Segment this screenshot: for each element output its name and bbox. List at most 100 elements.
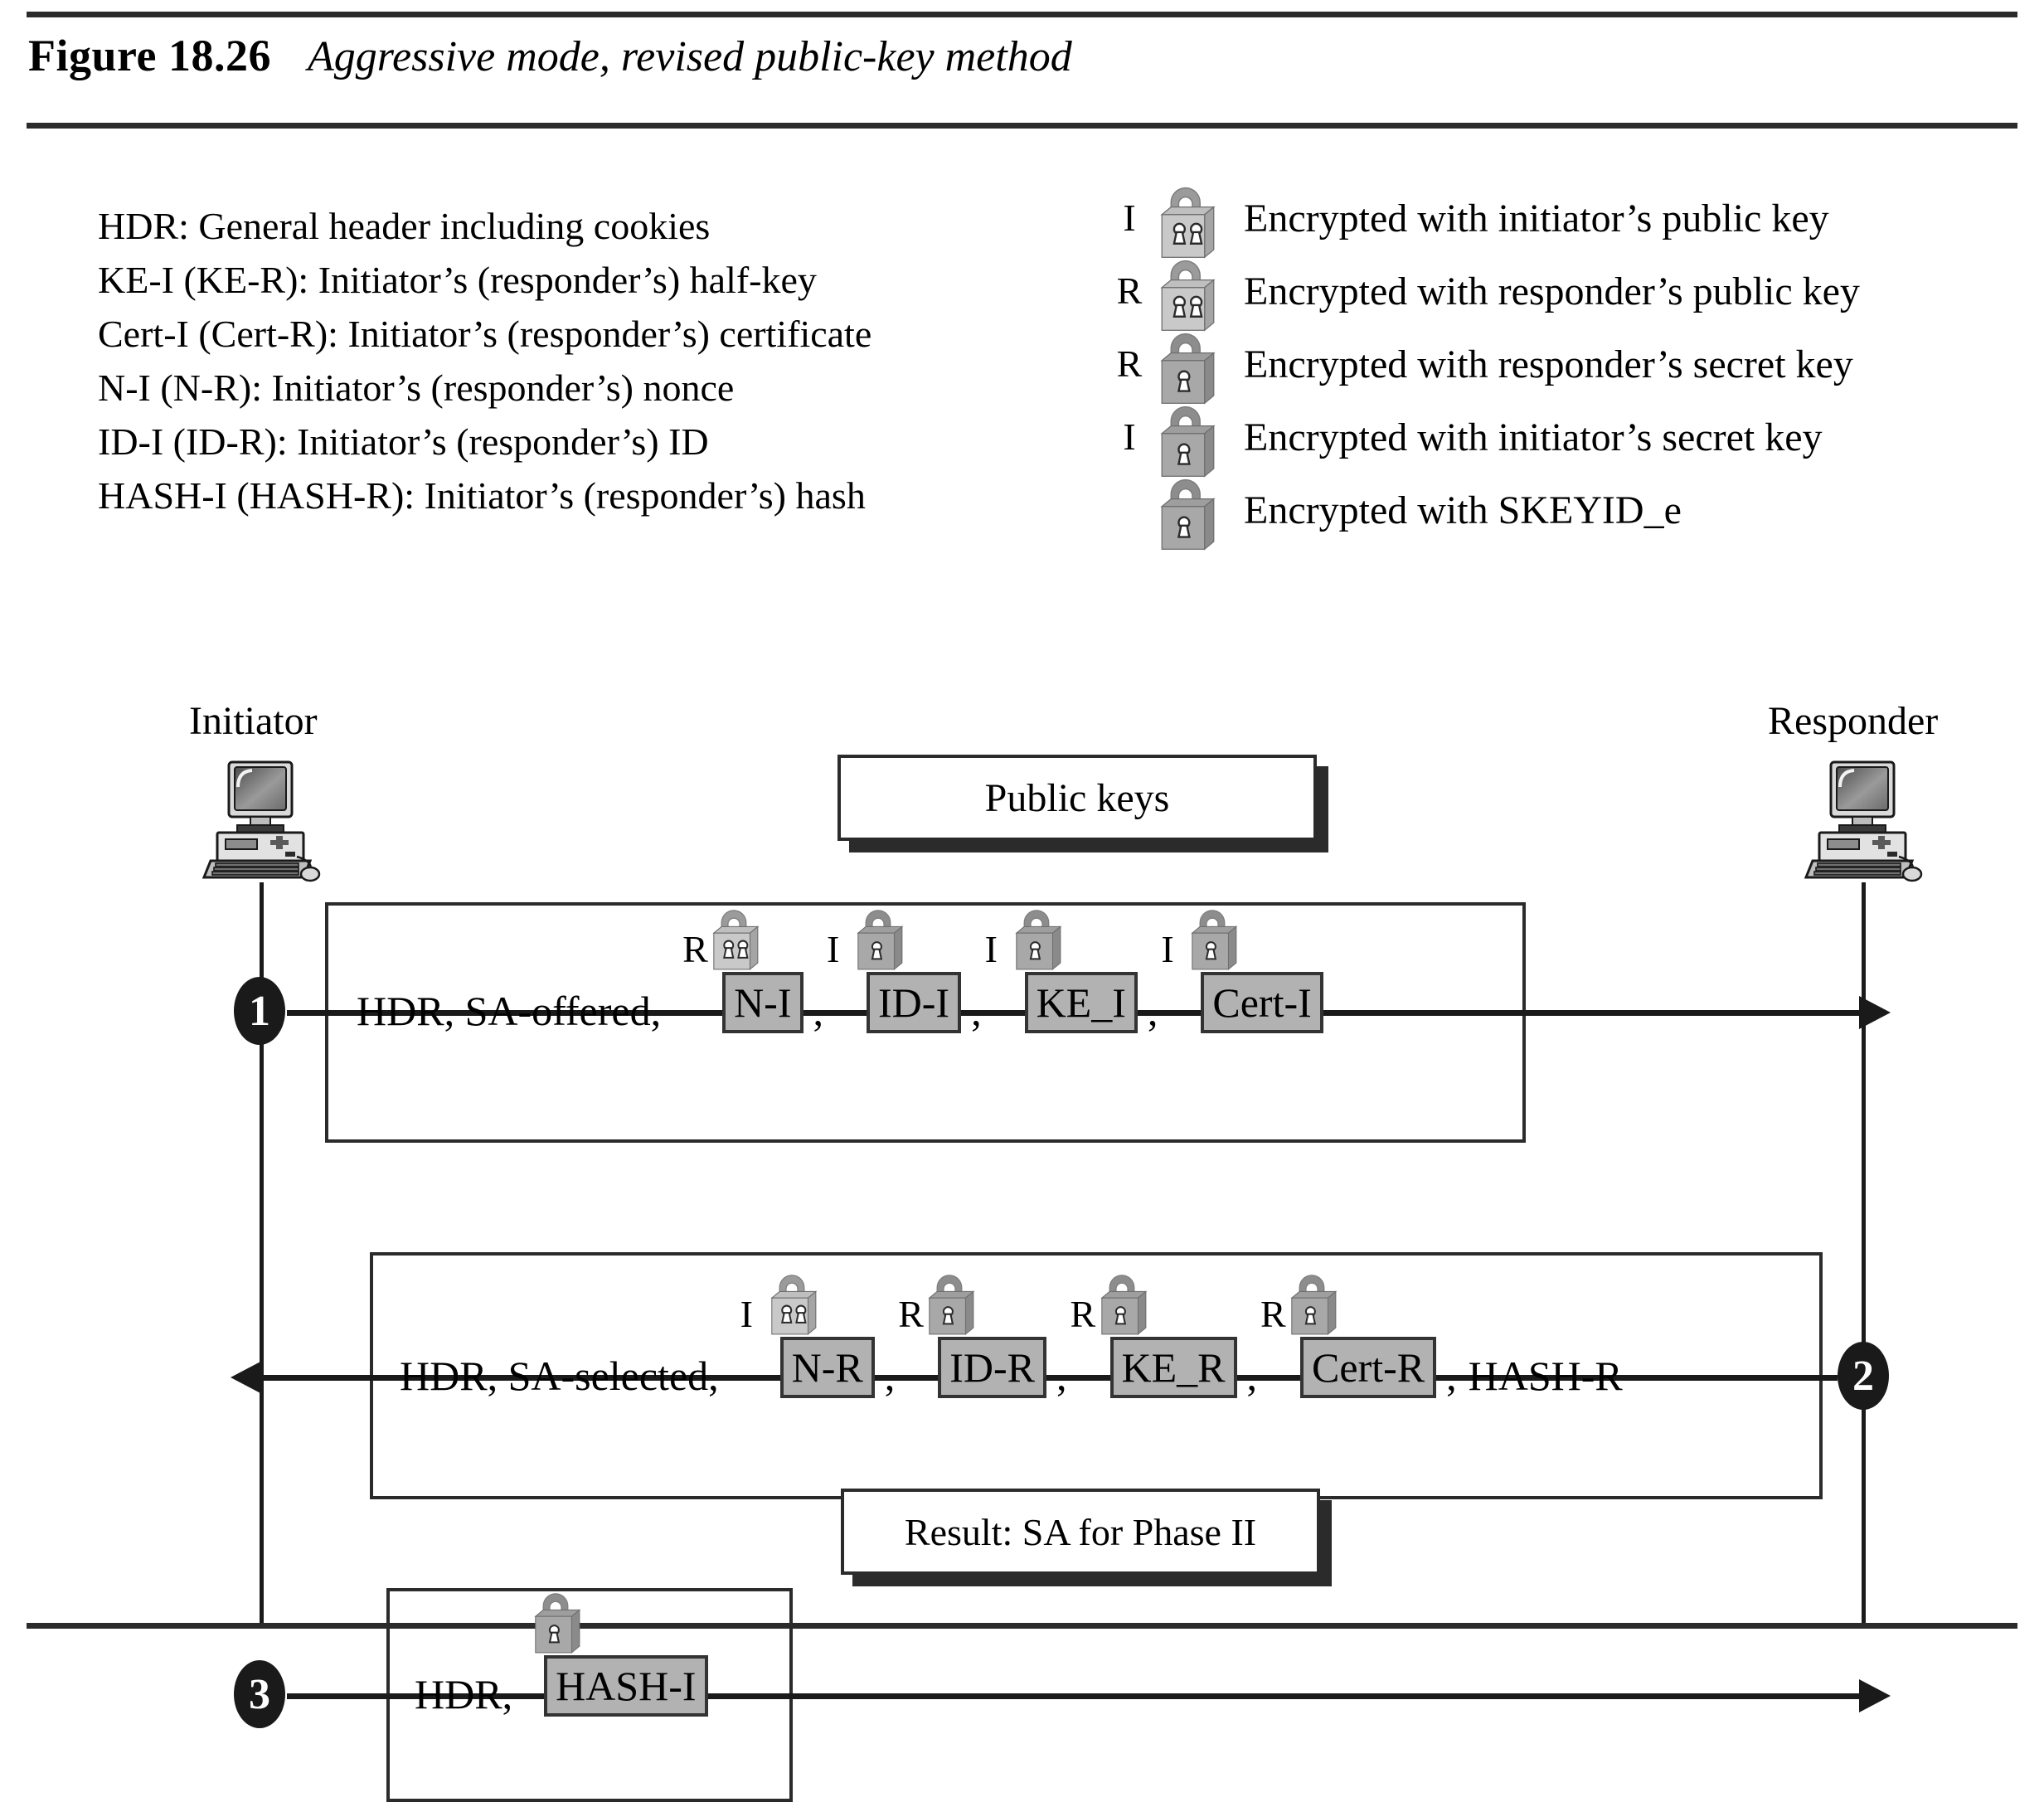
responder-lifeline [1862,882,1866,1625]
figure-title: Aggressive mode, revised public-key meth… [307,33,1072,80]
figure-caption: Figure 18.26 Aggressive mode, revised pub… [28,30,1072,81]
payload-separator: , [1446,1353,1457,1399]
padlock-public-icon [765,1272,821,1339]
padlock-secret-icon [1154,403,1220,483]
initiator-label: Initiator [189,699,318,743]
result-box: Result: SA for Phase II [841,1489,1320,1575]
result-label: Result: SA for Phase II [904,1510,1257,1553]
message-arrow-head [1859,1679,1891,1712]
payload-separator: , [813,988,824,1034]
encryption-legend-row: R Encrypted with responder’s public key [1111,257,2040,332]
padlock-public-icon [1154,184,1220,264]
public-keys-label: Public keys [984,775,1170,820]
legend-description: Encrypted with initiator’s public key [1244,197,1829,240]
padlock-secret-icon [1095,1272,1151,1339]
legend-line: HDR: General header including cookies [98,205,711,247]
encryption-legend-row: Encrypted with SKEYID_e [1111,476,2040,551]
padlock-secret-icon [1154,330,1220,410]
legend-description: Encrypted with responder’s public key [1244,270,1860,313]
payload-label-box: HASH-I [544,1655,708,1717]
payload-key-letter: R [1070,1293,1096,1335]
payload-label-box: N-R [779,1337,875,1398]
encrypted-payload-item: I ID-I [827,910,962,1033]
encrypted-payload-item: HASH-I [534,1593,708,1717]
payload-separator: , [971,988,982,1034]
encrypted-payload-item: R ID-R [898,1275,1047,1398]
payload-label-box: N-I [722,972,804,1033]
padlock-secret-icon [529,1591,585,1658]
payload-label-box: KE_R [1109,1337,1237,1398]
legend-line: HASH-I (HASH-R): Initiator’s (responder’… [98,474,866,517]
encrypted-payload-item: I Cert-I [1161,910,1323,1033]
legend-description: Encrypted with initiator’s secret key [1244,415,1823,459]
message-arrow-line [262,1375,1838,1381]
payload-key-letter: R [682,928,708,970]
public-keys-box: Public keys [838,755,1317,841]
encrypted-payload-item: R KE_R [1071,1275,1237,1398]
payload-separator: , [884,1353,896,1399]
legend-key-letter: I [1123,415,1136,458]
padlock-skeyid-icon [1154,476,1220,556]
padlock-secret-icon [1186,907,1241,974]
message-prefix: HDR, [415,1671,513,1717]
figure-number: Figure 18.26 [28,31,271,80]
message-2-content: HDR, SA-selected,I N-R,R ID-R,R KE_R,R [400,1275,1623,1399]
payload-label-box: Cert-I [1201,972,1323,1033]
padlock-public-icon [707,907,763,974]
legend-line: N-I (N-R): Initiator’s (responder’s) non… [98,367,735,409]
step-marker-3: 3 [234,1660,285,1728]
top-rule [27,12,2017,17]
encryption-legend-row: I Encrypted with initiator’s public key [1111,184,2040,259]
message-suffix: HASH-R [1468,1353,1623,1399]
encryption-legend-row: I Encrypted with initiator’s secret key [1111,403,2040,478]
initiator-computer-icon [199,759,322,887]
payload-key-letter: I [984,928,998,970]
encrypted-payload-item: R Cert-R [1260,1275,1437,1398]
message-prefix: HDR, SA-selected, [400,1353,719,1399]
payload-separator: , [1246,1353,1258,1399]
payload-key-letter: I [1161,928,1174,970]
payload-label-box: KE_I [1024,972,1138,1033]
responder-label: Responder [1768,699,1939,743]
step-marker-2: 2 [1838,1342,1889,1410]
legend-key-letter: R [1116,270,1143,312]
payload-key-letter: R [1260,1293,1286,1335]
payload-key-letter: I [827,928,840,970]
legend-line: KE-I (KE-R): Initiator’s (responder’s) h… [98,259,817,301]
payload-label-box: ID-R [938,1337,1047,1398]
padlock-secret-icon [923,1272,978,1339]
payload-label-box: ID-I [867,972,962,1033]
message-arrow-head [231,1361,262,1394]
legend-description: Encrypted with responder’s secret key [1244,342,1853,386]
encrypted-payload-item: I KE_I [985,910,1138,1033]
payload-separator: , [1147,988,1158,1034]
message-prefix: HDR, SA-offered, [357,988,662,1034]
step-marker-1: 1 [234,977,285,1045]
padlock-secret-icon [1010,907,1066,974]
responder-computer-icon [1801,759,1924,887]
payload-key-letter: R [898,1293,924,1335]
payload-separator: , [1056,1353,1067,1399]
encrypted-payload-item: R N-I [682,910,804,1033]
legend-key-letter: R [1116,342,1143,385]
legend-line: ID-I (ID-R): Initiator’s (responder’s) I… [98,420,709,463]
padlock-secret-icon [852,907,907,974]
protocol-sequence-diagram: Initiator Responder [0,680,2044,1802]
message-1-content: HDR, SA-offered,R N-I,I ID-I,I KE_I,I [357,910,1328,1034]
message-arrow-head [1859,996,1891,1029]
bottom-rule [27,1623,2017,1629]
encrypted-payload-item: I N-R [740,1275,875,1398]
encryption-legend-row: R Encrypted with responder’s secret key [1111,330,2040,405]
legend-description: Encrypted with SKEYID_e [1244,488,1682,532]
padlock-secret-icon [1285,1272,1341,1339]
legend-key-letter: I [1123,197,1136,239]
payload-key-letter: I [740,1293,753,1335]
legend-line: Cert-I (Cert-R): Initiator’s (responder’… [98,313,872,355]
initiator-lifeline [260,882,264,1625]
caption-rule [27,123,2017,129]
payload-label-box: Cert-R [1300,1337,1437,1398]
message-1-frame [325,902,1526,1143]
padlock-public-icon [1154,257,1220,337]
